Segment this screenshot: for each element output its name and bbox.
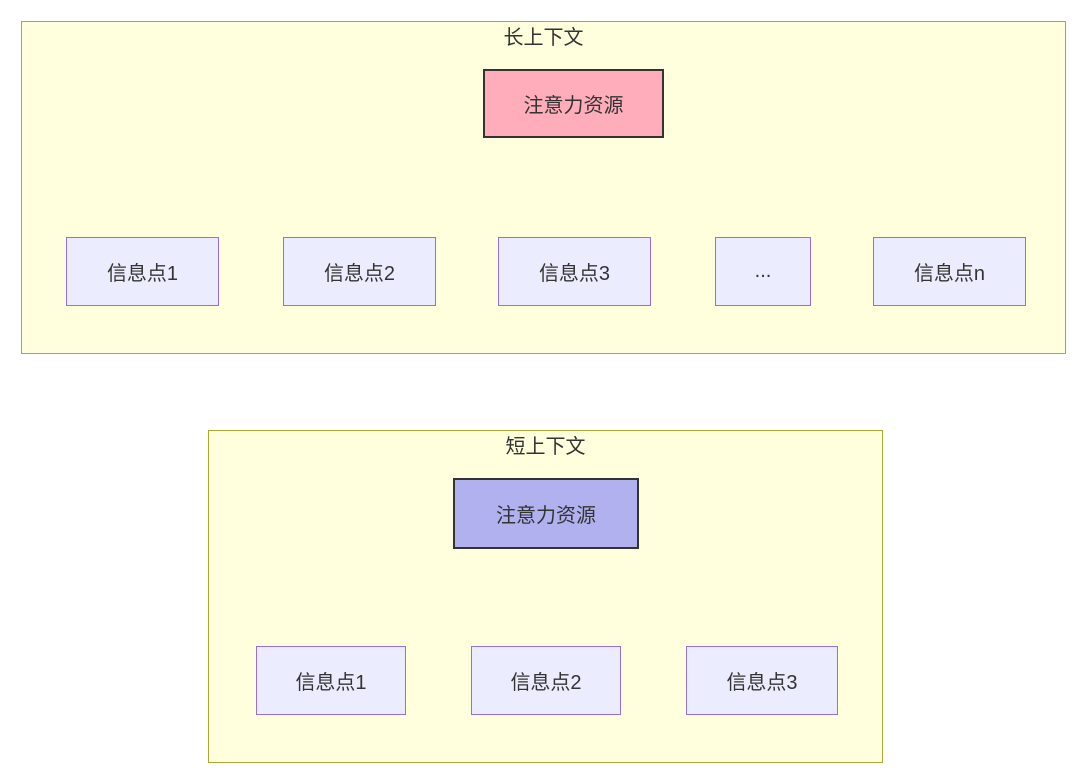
long-context-container: 长上下文 注意力资源 信息点1 信息点2 信息点3 ... 信息点n	[21, 21, 1066, 354]
long-attention-node: 注意力资源	[483, 69, 664, 138]
long-info-node-ellipsis: ...	[715, 237, 811, 306]
short-attention-node: 注意力资源	[453, 478, 639, 549]
long-info-node-2: 信息点2	[283, 237, 436, 306]
long-context-title: 长上下文	[503, 27, 584, 49]
long-info-node-1: 信息点1	[66, 237, 219, 306]
long-info-node-3: 信息点3	[498, 237, 651, 306]
short-info-node-1: 信息点1	[256, 646, 406, 715]
short-context-container: 短上下文 注意力资源 信息点1 信息点2 信息点3	[208, 430, 883, 763]
short-context-title: 短上下文	[505, 436, 586, 458]
short-info-node-3: 信息点3	[686, 646, 838, 715]
long-info-node-n: 信息点n	[873, 237, 1026, 306]
short-info-node-2: 信息点2	[471, 646, 621, 715]
